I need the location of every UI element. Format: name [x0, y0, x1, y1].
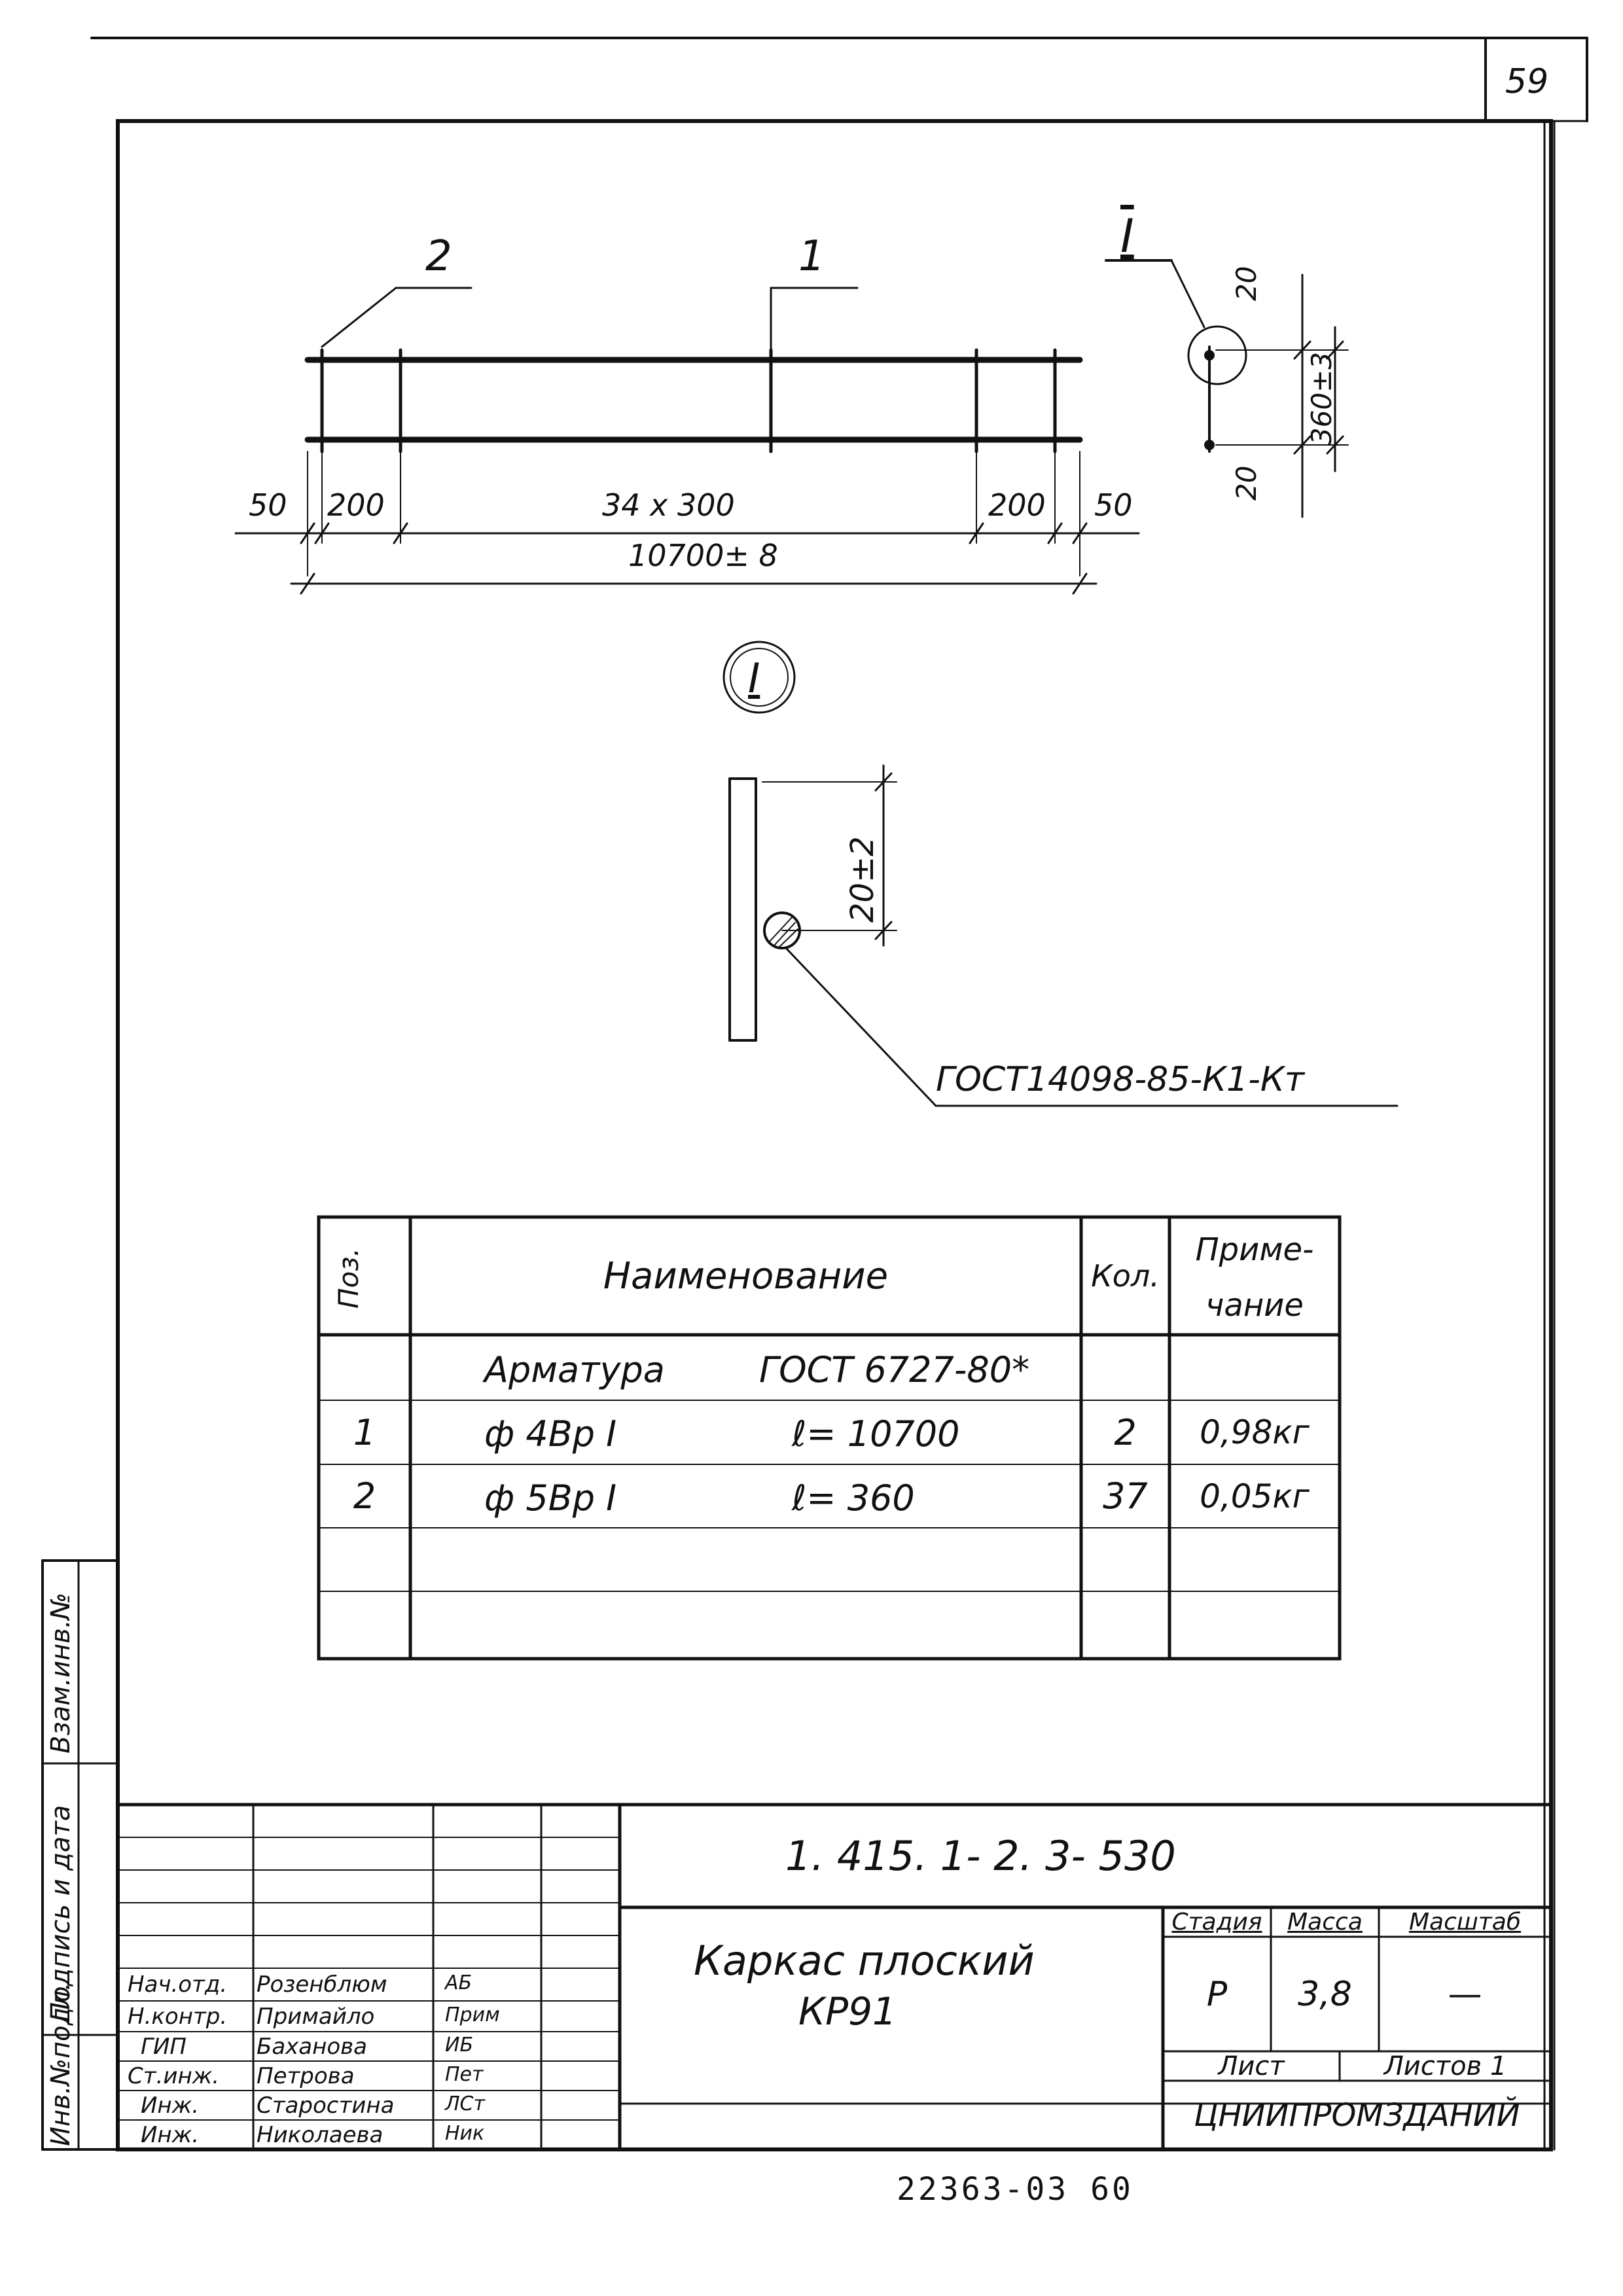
side-dimension-20-top: 20 — [1230, 266, 1262, 301]
stage-label: Стадия — [1171, 1909, 1262, 1935]
side-dimension-360: 360±3 — [1306, 351, 1338, 445]
table-header-qty: Кол. — [1091, 1258, 1160, 1294]
table-header-pos: Поз. — [332, 1248, 365, 1309]
stage-value: Р — [1206, 1974, 1228, 2014]
signature-role-6: Инж. — [141, 2122, 200, 2148]
sheets-label: Листов 1 — [1383, 2051, 1507, 2081]
signature-mark-6: Ник — [445, 2122, 485, 2145]
signature-role-1: Нач.отд. — [128, 1971, 228, 1998]
mass-label: Масса — [1287, 1909, 1363, 1935]
weld-gost-label: ГОСТ14098-85-К1-Кт — [936, 1060, 1305, 1099]
dimension-200-right: 200 — [988, 487, 1046, 523]
signature-mark-4: Пет — [445, 2063, 484, 2086]
signature-name-4: Петрова — [257, 2063, 355, 2089]
table-row-1-length: ℓ= 10700 — [792, 1413, 960, 1455]
table-row-2-name: ф 5Вр I — [484, 1477, 617, 1519]
signature-mark-1: АБ — [445, 1971, 473, 1994]
signature-name-5: Старостина — [257, 2093, 395, 2119]
signature-mark-2: Прим — [445, 2004, 500, 2026]
detail-marker: I — [748, 654, 760, 702]
table-row-1-qty: 2 — [1114, 1411, 1137, 1453]
table-row-2-note: 0,05кг — [1200, 1477, 1310, 1515]
table-group-label: Арматура — [484, 1349, 665, 1390]
table-header-note-1: Приме- — [1195, 1231, 1314, 1268]
dimension-200-left: 200 — [327, 487, 385, 523]
position-leader-1: 1 — [798, 232, 825, 281]
signature-role-5: Инж. — [141, 2093, 200, 2119]
signature-name-3: Баханова — [257, 2034, 368, 2060]
document-code: 1. 415. 1- 2. 3- 530 — [785, 1832, 1176, 1880]
dimension-50-left: 50 — [249, 487, 287, 523]
organization-name: ЦНИИПРОМЗДАНИЙ — [1194, 2096, 1520, 2134]
table-group-gost: ГОСТ 6727-80* — [759, 1349, 1030, 1390]
table-row-2-qty: 37 — [1103, 1475, 1148, 1517]
dimension-total-length: 10700± 8 — [628, 538, 778, 573]
signature-role-2: Н.контр. — [128, 2004, 228, 2030]
archive-code: 22363-03 60 — [897, 2171, 1133, 2208]
table-row-1-pos: 1 — [353, 1411, 376, 1453]
page-number: 59 — [1505, 62, 1549, 101]
detail-leader-I: I — [1120, 209, 1134, 263]
sheet-label: Лист — [1218, 2051, 1285, 2081]
drawing-title: Каркас плоский — [694, 1937, 1035, 1985]
drawing-title-mark: КР91 — [798, 1989, 897, 2034]
stamp-inventory-original: Инв.№подл. — [46, 1982, 76, 2146]
dimension-spacing: 34 x 300 — [602, 487, 735, 523]
signature-name-1: Розенблюм — [257, 1971, 387, 1998]
table-row-1-note: 0,98кг — [1200, 1413, 1310, 1451]
signature-name-6: Николаева — [257, 2122, 383, 2148]
scale-label: Масштаб — [1408, 1909, 1522, 1935]
signature-role-4: Ст.инж. — [128, 2063, 220, 2089]
signature-mark-3: ИБ — [445, 2034, 474, 2057]
table-header-name: Наименование — [603, 1254, 889, 1298]
scale-value: — — [1448, 1974, 1482, 2014]
signature-role-3: ГИП — [141, 2034, 187, 2060]
position-leader-2: 2 — [425, 232, 452, 281]
table-header-note-2: чание — [1205, 1287, 1304, 1324]
side-dimension-20-bottom: 20 — [1230, 465, 1262, 501]
signature-mark-5: ЛСт — [445, 2093, 485, 2115]
stamp-replaced-inventory: Взам.инв.№ — [46, 1592, 76, 1754]
table-row-2-length: ℓ= 360 — [792, 1477, 915, 1519]
table-row-2-pos: 2 — [353, 1475, 376, 1517]
detail-dimension: 20±2 — [844, 836, 881, 923]
signature-name-2: Примайло — [257, 2004, 375, 2030]
table-row-1-name: ф 4Вр I — [484, 1413, 617, 1455]
dimension-50-right: 50 — [1094, 487, 1133, 523]
mass-value: 3,8 — [1298, 1974, 1352, 2014]
